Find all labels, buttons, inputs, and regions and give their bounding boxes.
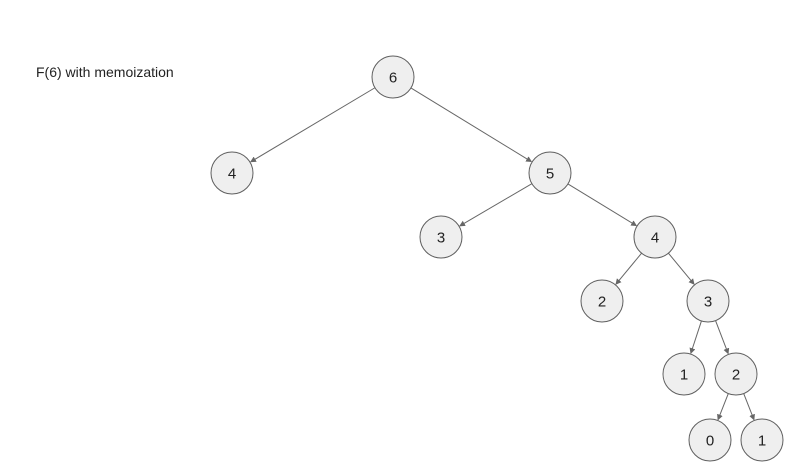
- tree-edge: [250, 87, 376, 163]
- tree-node: 2: [714, 352, 758, 396]
- tree-node: 2: [580, 279, 624, 323]
- tree-node: 1: [662, 352, 706, 396]
- node-circle: [580, 279, 624, 323]
- node-circle: [688, 418, 732, 462]
- tree-node: 4: [633, 215, 677, 259]
- tree-edge: [743, 393, 755, 421]
- node-label: 3: [704, 294, 712, 311]
- tree-edge: [717, 393, 729, 421]
- tree-node: 6: [371, 55, 415, 99]
- tree-node: 5: [528, 151, 572, 195]
- tree-node: 4: [210, 151, 254, 195]
- tree-node: 3: [419, 215, 463, 259]
- node-label: 5: [546, 166, 554, 183]
- node-circle: [633, 215, 677, 259]
- tree-node: 0: [688, 418, 732, 462]
- tree-edge: [459, 183, 533, 227]
- node-label: 0: [706, 433, 714, 450]
- tree-node: 3: [686, 279, 730, 323]
- node-circle: [371, 55, 415, 99]
- node-label: 4: [651, 230, 659, 247]
- tree-edge: [567, 183, 638, 227]
- tree-edge: [615, 252, 642, 285]
- tree-edge: [668, 252, 695, 285]
- node-label: 1: [680, 367, 688, 384]
- node-label: 6: [389, 70, 397, 87]
- node-circle: [528, 151, 572, 195]
- tree-edge: [689, 320, 702, 355]
- node-circle: [714, 352, 758, 396]
- node-circle: [419, 215, 463, 259]
- node-label: 2: [598, 294, 606, 311]
- node-circle: [740, 418, 784, 462]
- tree-edge: [410, 87, 533, 163]
- node-circle: [662, 352, 706, 396]
- node-label: 2: [732, 367, 740, 384]
- tree-node: 1: [740, 418, 784, 462]
- diagram-title: F(6) with memoization: [36, 64, 174, 80]
- node-circle: [210, 151, 254, 195]
- node-label: 4: [228, 166, 236, 183]
- node-circle: [686, 279, 730, 323]
- node-label: 1: [758, 433, 766, 450]
- tree-edge: [715, 320, 730, 355]
- node-label: 3: [437, 230, 445, 247]
